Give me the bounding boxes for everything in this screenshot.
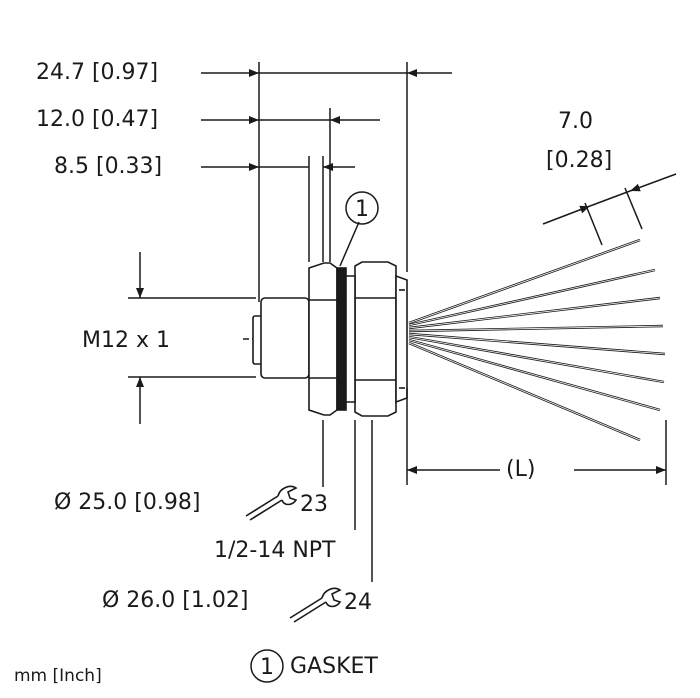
dim-thread-length: 12.0 [0.47] [36,107,159,132]
hex-nut [308,262,338,416]
body-diameter-label: Ø 26.0 [1.02] [102,588,249,613]
wire-bundle [408,238,666,442]
balloon-leader [339,221,360,267]
balloon-number: 1 [355,197,369,222]
dim-wire-length: (L) [506,457,536,482]
wire-spacing-arrow-a [542,205,591,225]
nut-diameter-label: Ø 25.0 [0.98] [54,490,201,515]
legend-gasket-number: 1 [260,655,274,680]
legend-gasket-label: GASKET [290,654,378,679]
npt-thread-label: 1/2-14 NPT [214,538,336,563]
dim-overall-length: 24.7 [0.97] [36,60,159,85]
wire-spacing-mid [589,190,631,207]
connector-body [252,261,408,417]
dim-wire-spacing-top: 7.0 [558,109,593,134]
wire-boot [395,274,408,404]
m12-receptacle [260,297,310,379]
hex-body [354,261,397,417]
wrench-icon [289,587,342,623]
dim-wire-spacing-bottom: [0.28] [546,148,613,173]
balloon-gasket [345,191,379,225]
wire-spacing-ext-b [624,187,643,230]
dim-body-length: 8.5 [0.33] [54,154,163,179]
wire-spacing-arrow-b [629,173,677,192]
units-note: mm [Inch] [14,666,102,686]
nut-wrench-size: 23 [300,492,328,517]
dim-thread-size: M12 x 1 [82,328,170,353]
body-wrench-size: 24 [344,590,372,615]
wrench-icon [245,485,298,521]
wire-spacing-ext-a [584,202,603,246]
npt-thread [345,275,356,403]
legend-balloon [250,649,284,683]
gasket [336,267,347,411]
